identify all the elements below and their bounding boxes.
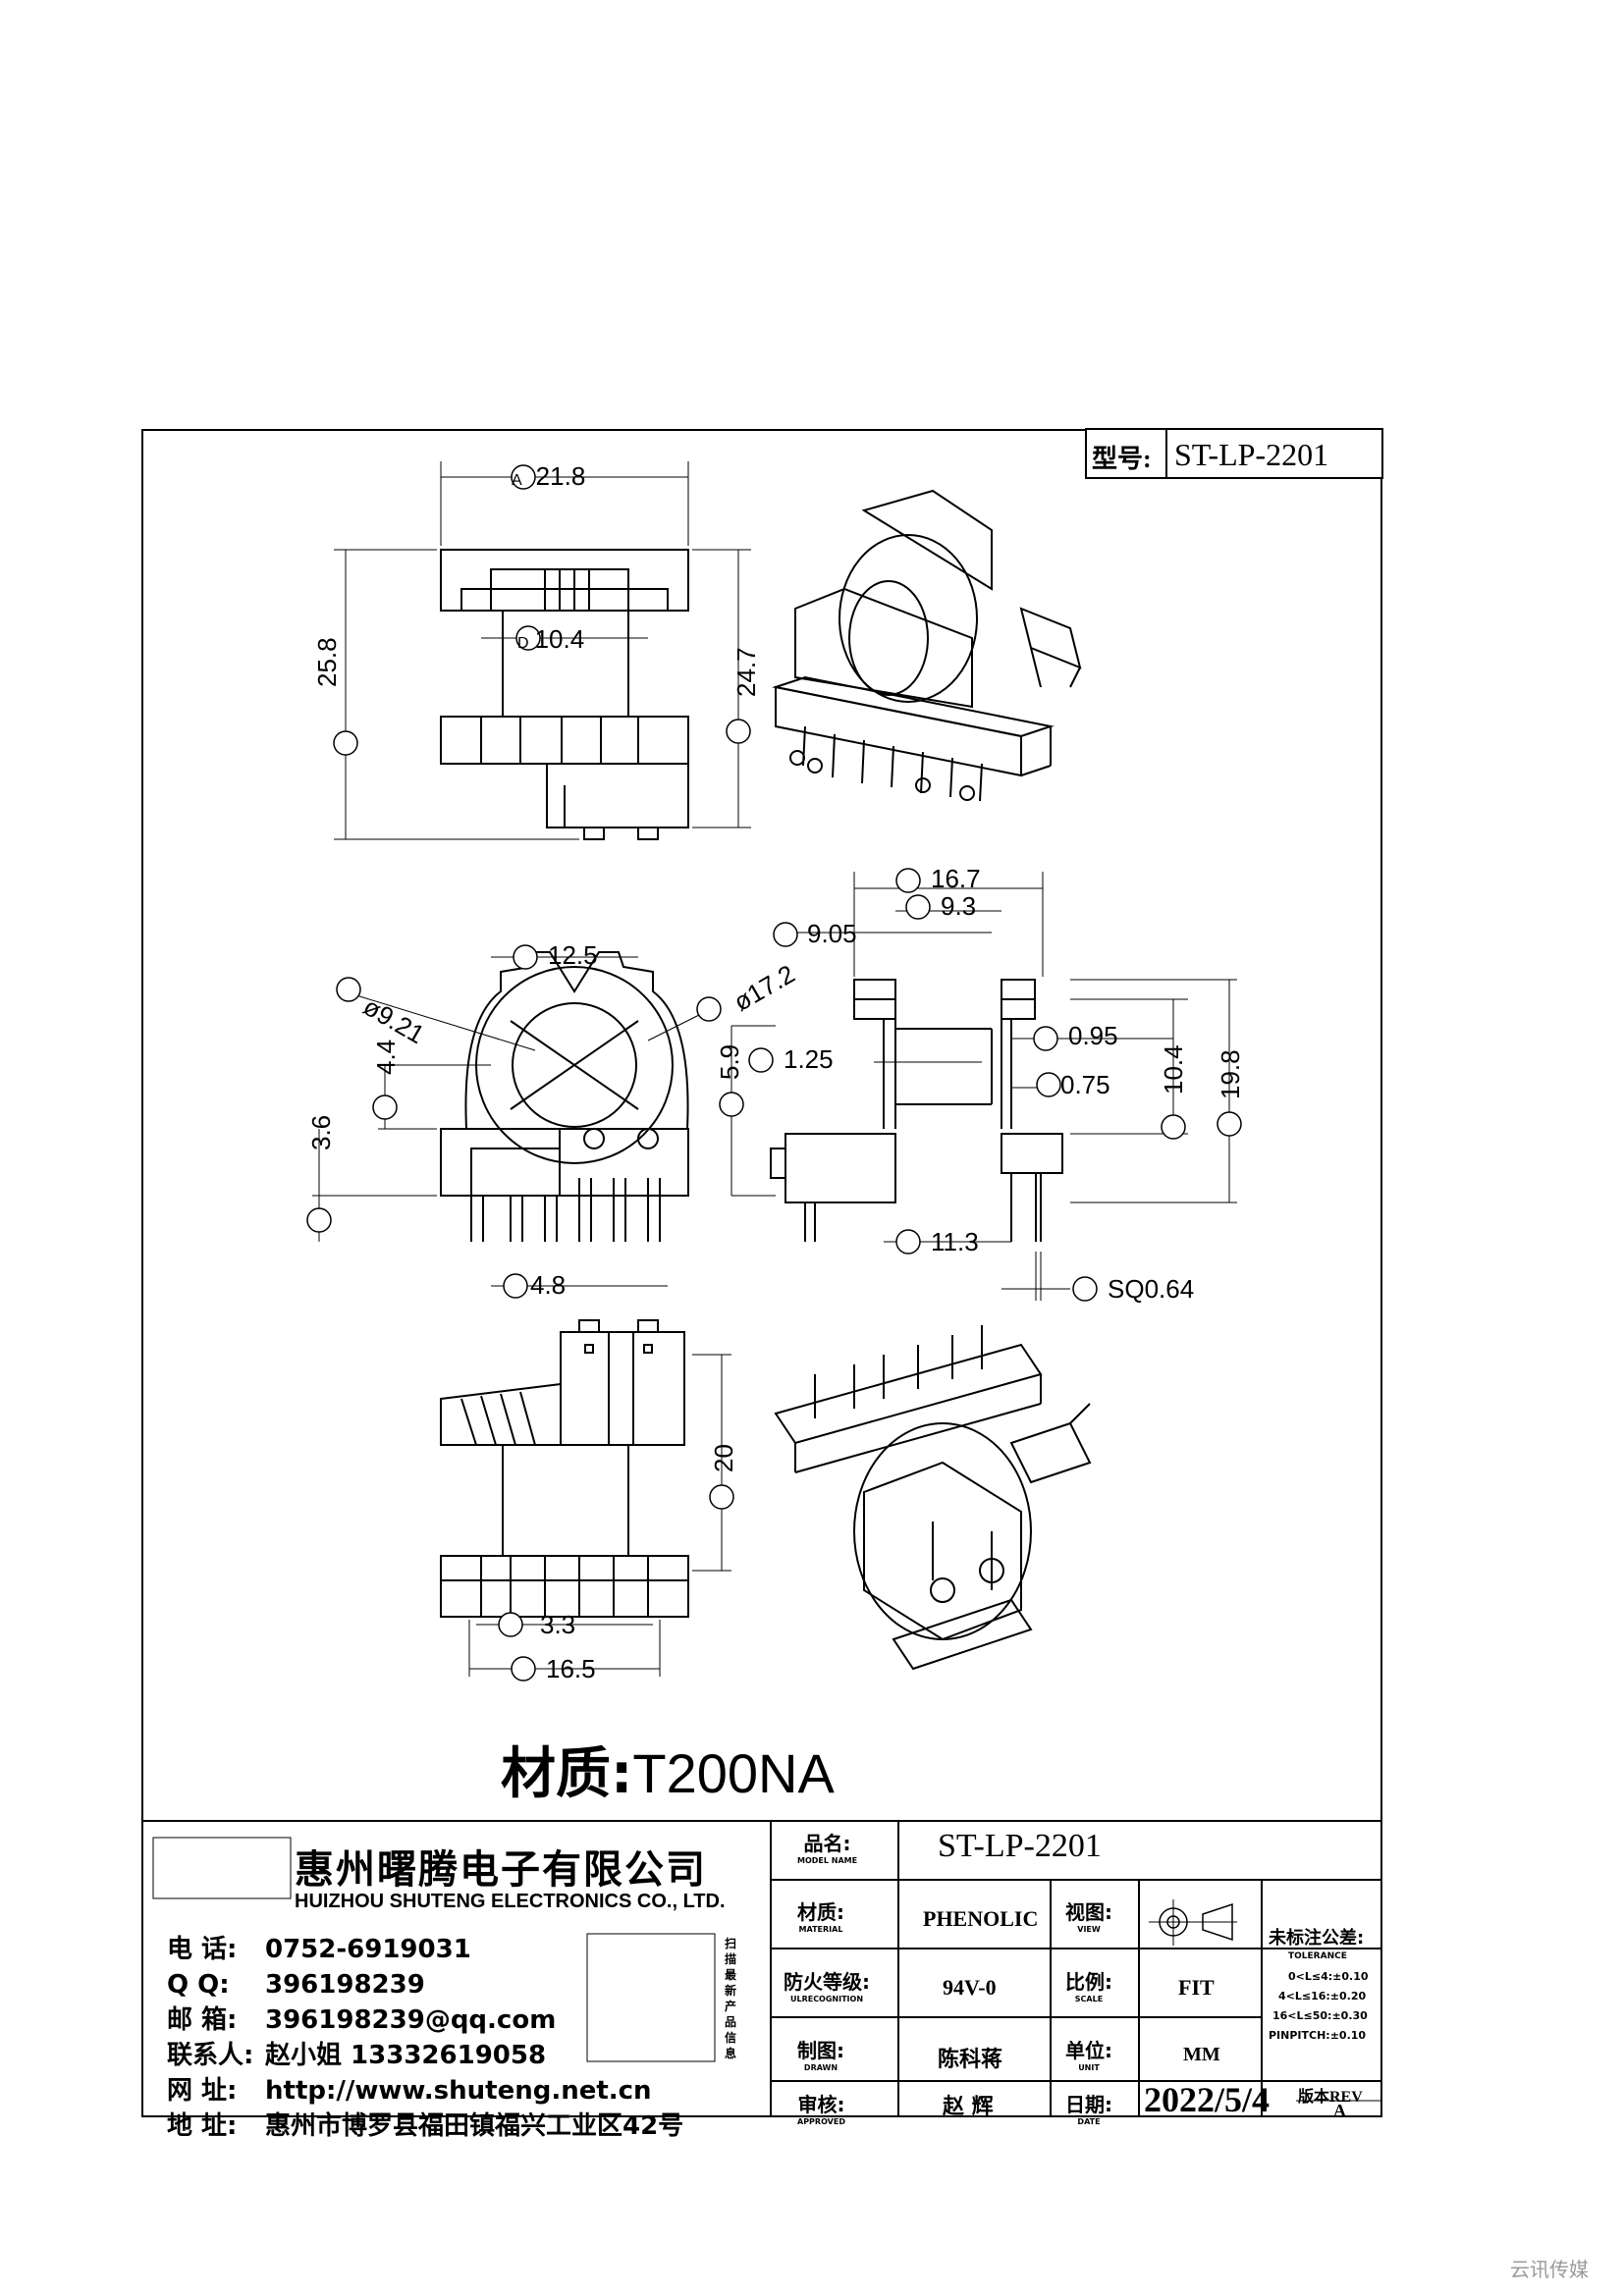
dim-B-value: 25.8 [312,637,342,687]
tb-approved-value: 赵 辉 [943,2095,994,2119]
tb-scale-value: FIT [1178,1975,1215,2000]
material-note-label: 材质: [501,1742,633,1806]
dim-P: 10.4 [1159,1044,1189,1095]
dim-O: 19.8 [1216,1049,1246,1099]
material-note: 材质:T200NA [501,1730,835,1809]
dim-L: 16.7 [931,864,981,894]
dim-E: 12.5 [548,940,598,971]
dim-E-value: 12.5 [548,940,598,970]
dim-O-value: 19.8 [1216,1049,1245,1099]
dim-R: 0.75 [1060,1070,1110,1100]
dim-V-value: 4.8 [530,1270,567,1300]
dim-C: 24.7 [731,647,762,697]
dim-W-value: 3.3 [540,1610,576,1639]
dim-N-value: 9.05 [807,919,857,948]
dim-A-value: 21.8 [535,461,586,491]
tb-scale-label: 比例: SCALE [1065,1970,1112,2003]
dim-H-value: 4.4 [371,1039,401,1075]
contact-person: 联系人:赵小姐 13332619058 [167,2041,547,2070]
dim-K-value: 16.5 [546,1654,596,1683]
dim-M-value: 9.3 [941,891,977,921]
side-profile-view [719,868,1242,1302]
dim-B: 25.8 [312,637,343,687]
dim-S-value: 1.25 [784,1044,834,1074]
isometric-view-top [772,489,1082,802]
dim-U: 5.9 [715,1044,745,1080]
dim-I: 3.6 [306,1115,337,1150]
tb-drawn-value: 陈科蒋 [938,2048,1003,2072]
dim-R-value: 0.75 [1060,1070,1110,1099]
qr-side-text: 扫描最新产品信息 [725,1937,737,2060]
tb-approved-label: 审核: APPROVED [797,2093,845,2126]
contact-address: 地 址:惠州市博罗县福田镇福兴工业区42号 [167,2111,684,2141]
dim-L-value: 16.7 [931,864,981,893]
tb-date-label: 日期: DATE [1065,2093,1112,2126]
contact-list: 电 话:0752-6919031 Q Q:396198239 邮 箱:39619… [167,1932,683,2144]
tb-unit-label: 单位: UNIT [1065,2039,1112,2072]
dim-P-value: 10.4 [1159,1044,1188,1095]
dim-J-value: 20 [709,1444,738,1472]
tb-model-name-label: 品名: MODEL NAME [797,1832,858,1865]
dim-V: 4.8 [530,1270,566,1301]
tb-ul-value: 94V-0 [943,1975,997,2000]
tb-model-name-value: ST-LP-2201 [938,1828,1102,1864]
dim-M: 9.3 [941,891,976,922]
watermark: 云讯传媒 [1510,2258,1589,2281]
dim-U-value: 5.9 [715,1043,744,1080]
title-block [141,1820,1382,2117]
side-view-face [306,944,722,1242]
company-logo-text: 惠州曙腾电子有限公司 [295,1847,707,1893]
dim-K: 16.5 [546,1654,596,1684]
dim-Q: 0.95 [1068,1021,1118,1051]
tb-view-label: 视图: VIEW [1065,1900,1112,1934]
isometric-view-bottom [774,1325,1092,1671]
header-model-box [1085,428,1383,479]
contact-qq: Q Q:396198239 [167,1970,425,2000]
tb-tolerance: 未标注公差: TOLERANCE 0<L≤4:±0.10 4<L≤16:±0.2… [1269,1928,1369,2042]
dim-X-value: SQ0.64 [1108,1274,1195,1304]
contact-phone: 电 话:0752-6919031 [167,1935,471,1964]
material-note-value: T200NA [632,1742,835,1804]
dim-J: 20 [709,1444,739,1472]
tb-unit-value: MM [1183,2044,1220,2065]
model-label: 型号: [1092,445,1152,473]
tb-date-value: 2022/5/4 [1144,2080,1271,2119]
tb-rev-value: A [1333,2101,1346,2120]
tb-material-label: 材质: MATERIAL [797,1900,844,1934]
model-value: ST-LP-2201 [1174,437,1329,472]
company-name-en: HUIZHOU SHUTENG ELECTRONICS CO., LTD. [295,1891,726,1912]
dim-S: 1.25 [784,1044,834,1075]
dim-N: 9.05 [807,919,857,949]
dim-D-value: 10.4 [534,624,585,654]
tb-material-value: PHENOLIC [923,1906,1039,1931]
front-view [333,461,751,840]
dim-C-value: 24.7 [731,647,761,697]
contact-email: 邮 箱:396198239@qq.com [167,2005,557,2035]
tb-drawn-label: 制图: DRAWN [797,2039,844,2072]
drawing-frame [141,429,1382,2117]
tb-ul-label: 防火等级: ULRECOGNITION [784,1970,870,2003]
dim-X: SQ0.64 [1108,1274,1194,1305]
dim-Q-value: 0.95 [1068,1021,1118,1050]
dim-T: 11.3 [931,1227,979,1257]
bottom-view [440,1273,734,1682]
contact-website: 网 址:http://www.shuteng.net.cn [167,2076,652,2106]
dim-H: 4.4 [371,1040,402,1075]
dim-W: 3.3 [540,1610,575,1640]
tb-rev-label: 版本REV [1298,2089,1363,2106]
dim-I-value: 3.6 [306,1114,336,1150]
dim-T-value: 11.3 [931,1227,979,1256]
